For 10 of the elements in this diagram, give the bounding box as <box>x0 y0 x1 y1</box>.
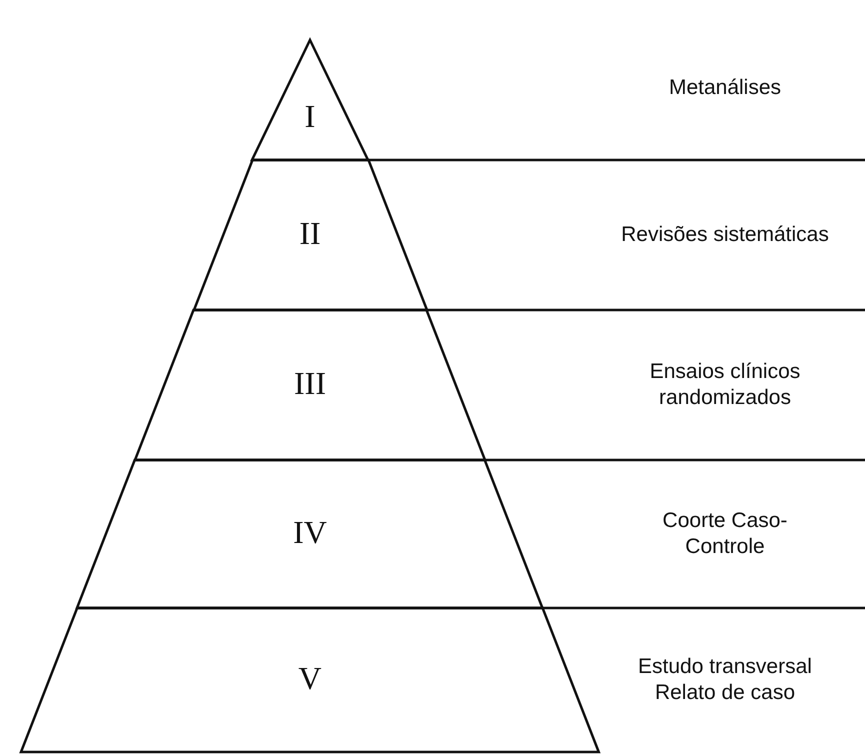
level-numeral: III <box>293 365 327 402</box>
level-numeral: IV <box>292 514 328 551</box>
level-numeral: I <box>304 98 316 135</box>
level-description: Estudo transversal Relato de caso <box>637 654 813 706</box>
level-numeral: II <box>298 215 322 252</box>
level-description: Revisões sistemáticas <box>620 222 830 248</box>
level-numeral: V <box>297 660 323 697</box>
level-description: Ensaios clínicos randomizados <box>648 358 802 411</box>
level-description: Coorte Caso-Controle <box>662 508 788 560</box>
level-description: Metanálises <box>668 74 782 101</box>
